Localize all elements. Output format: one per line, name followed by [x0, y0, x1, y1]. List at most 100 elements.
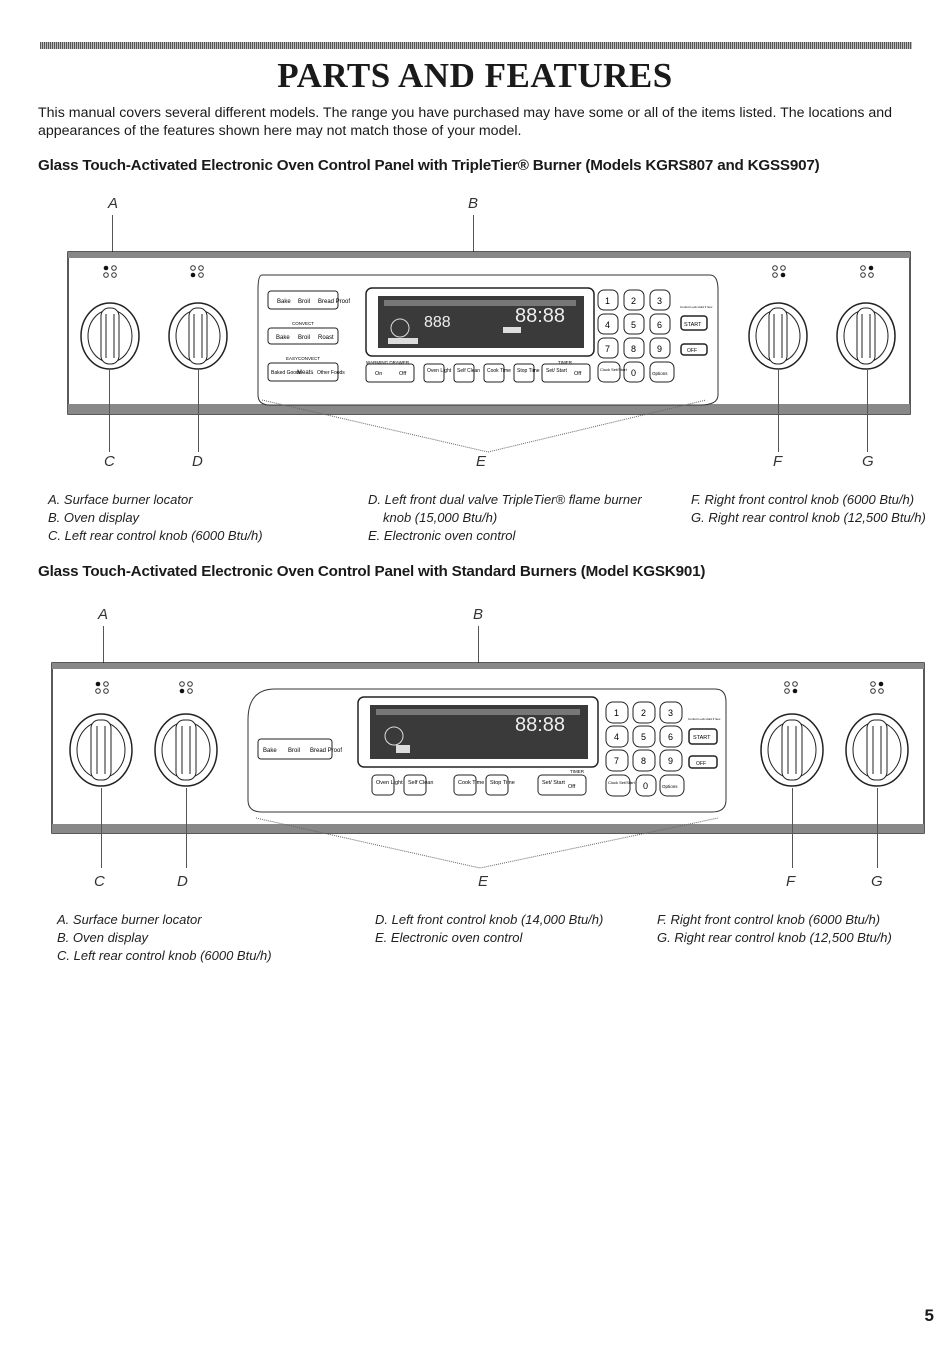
key-3[interactable]: 3 — [668, 708, 673, 718]
leader-d — [186, 788, 187, 868]
knob-right-rear[interactable] — [836, 302, 896, 370]
other-foods-button[interactable]: Other Foods — [317, 370, 345, 376]
legend-item: E. Electronic oven control — [368, 528, 516, 543]
key-2[interactable]: 2 — [631, 296, 636, 306]
start-button[interactable]: START — [693, 735, 711, 741]
burner-locator-left-rear — [95, 681, 109, 694]
leader-f — [792, 788, 793, 868]
options-button[interactable]: Options — [662, 784, 678, 789]
self-clean-button[interactable]: Self Clean — [408, 780, 433, 786]
key-3[interactable]: 3 — [657, 296, 662, 306]
legend-item: B. Oven display — [48, 510, 140, 525]
convect-broil-button[interactable]: Broil — [298, 335, 310, 341]
convect-bake-button[interactable]: Bake — [276, 335, 290, 341]
legend-item: A. Surface burner locator — [48, 492, 193, 507]
baked-goods-button[interactable]: Baked Goods — [271, 370, 302, 376]
burner-locator-right-front — [772, 265, 786, 278]
knob-left-rear[interactable] — [69, 713, 133, 787]
range-panel-2: Bake Broil Bread Proof 88:88 TIMER Oven … — [51, 662, 925, 869]
key-0[interactable]: 0 — [643, 781, 648, 791]
broil-button[interactable]: Broil — [288, 748, 300, 754]
timer-off-button[interactable]: Off — [574, 371, 582, 377]
legend-item: A. Surface burner locator — [57, 912, 202, 927]
callout-b: B — [468, 195, 479, 212]
key-1[interactable]: 1 — [605, 296, 610, 306]
key-8[interactable]: 8 — [631, 344, 636, 354]
convect-roast-button[interactable]: Roast — [318, 335, 334, 341]
key-7[interactable]: 7 — [605, 344, 610, 354]
self-clean-button[interactable]: Self Clean — [457, 368, 480, 374]
callout-f: F — [773, 453, 783, 470]
knob-right-front[interactable] — [760, 713, 824, 787]
bake-button[interactable]: Bake — [277, 299, 291, 305]
range-panel-1: Bake Broil Bread Proof CONVECT Bake Broi… — [67, 251, 911, 453]
callout-g: G — [862, 453, 874, 470]
burner-locator-left-front — [179, 681, 193, 694]
legend-item: C. Left rear control knob (6000 Btu/h) — [57, 948, 272, 963]
cook-time-button[interactable]: Cook Time — [487, 368, 511, 374]
control-lock-label[interactable]: Control Lock Hold 3 Sec — [688, 717, 721, 721]
warming-on-button[interactable]: On — [375, 371, 382, 377]
oven-light-button[interactable]: Oven Light — [427, 368, 452, 374]
timer-off-button[interactable]: Off — [568, 784, 576, 790]
stop-time-button[interactable]: Stop Time — [490, 780, 515, 786]
bake-button[interactable]: Bake — [263, 748, 277, 754]
knob-right-front[interactable] — [748, 302, 808, 370]
legend-col3: F. Right front control knob (6000 Btu/h)… — [657, 911, 892, 947]
key-5[interactable]: 5 — [641, 732, 646, 742]
key-9[interactable]: 9 — [657, 344, 662, 354]
key-2[interactable]: 2 — [641, 708, 646, 718]
timer-set-start-button[interactable]: Set/ Start — [542, 780, 565, 786]
off-button[interactable]: OFF — [696, 761, 706, 767]
oven-light-button[interactable]: Oven Light — [376, 780, 403, 786]
key-4[interactable]: 4 — [614, 732, 619, 742]
legend-item: G. Right rear control knob (12,500 Btu/h… — [691, 510, 926, 525]
start-button[interactable]: START — [684, 322, 702, 328]
key-6[interactable]: 6 — [668, 732, 673, 742]
knob-left-front[interactable] — [168, 302, 228, 370]
meats-button[interactable]: Meats — [297, 370, 313, 376]
legend-item: C. Left rear control knob (6000 Btu/h) — [48, 528, 263, 543]
clock-set-start-button[interactable]: Clock Set/Start — [608, 780, 636, 785]
warming-off-button[interactable]: Off — [399, 371, 407, 377]
burner-locator-right-front — [784, 681, 798, 694]
stop-time-button[interactable]: Stop Time — [517, 368, 540, 374]
broil-button[interactable]: Broil — [298, 299, 310, 305]
callout-d: D — [177, 873, 188, 890]
timer-set-start-button[interactable]: Set/ Start — [546, 368, 567, 374]
knob-right-rear[interactable] — [845, 713, 909, 787]
easyconvect-group — [267, 362, 339, 382]
convect-group — [267, 327, 339, 345]
legend-item: knob (15,000 Btu/h) — [383, 510, 498, 525]
knob-left-front[interactable] — [154, 713, 218, 787]
timer-label: TIMER — [558, 360, 573, 365]
key-0[interactable]: 0 — [631, 368, 636, 378]
callout-f: F — [786, 873, 796, 890]
key-1[interactable]: 1 — [614, 708, 619, 718]
legend-item: D. Left front control knob (14,000 Btu/h… — [375, 912, 604, 927]
key-9[interactable]: 9 — [668, 756, 673, 766]
cook-time-button[interactable]: Cook Time — [458, 780, 484, 786]
clock-set-start-button[interactable]: Clock Set/Start — [600, 367, 628, 372]
key-8[interactable]: 8 — [641, 756, 646, 766]
key-5[interactable]: 5 — [631, 320, 636, 330]
leader-f — [778, 370, 779, 452]
callout-a: A — [98, 606, 109, 623]
key-6[interactable]: 6 — [657, 320, 662, 330]
leader-d — [198, 370, 199, 452]
bread-proof-button[interactable]: Bread Proof — [310, 748, 342, 754]
key-4[interactable]: 4 — [605, 320, 610, 330]
callout-d: D — [192, 453, 203, 470]
burner-locator-left-front — [190, 265, 204, 278]
callout-g: G — [871, 873, 883, 890]
key-7[interactable]: 7 — [614, 756, 619, 766]
knob-left-rear[interactable] — [80, 302, 140, 370]
off-button[interactable]: OFF — [687, 348, 697, 354]
control-lock-label[interactable]: Control Lock Hold 3 Sec — [680, 305, 713, 309]
legend-col3: F. Right front control knob (6000 Btu/h)… — [691, 491, 926, 527]
top-rule — [40, 42, 912, 49]
legend-item: G. Right rear control knob (12,500 Btu/h… — [657, 930, 892, 945]
options-button[interactable]: Options — [652, 371, 668, 376]
bread-proof-button[interactable]: Bread Proof — [318, 299, 350, 305]
callout-b: B — [473, 606, 484, 623]
